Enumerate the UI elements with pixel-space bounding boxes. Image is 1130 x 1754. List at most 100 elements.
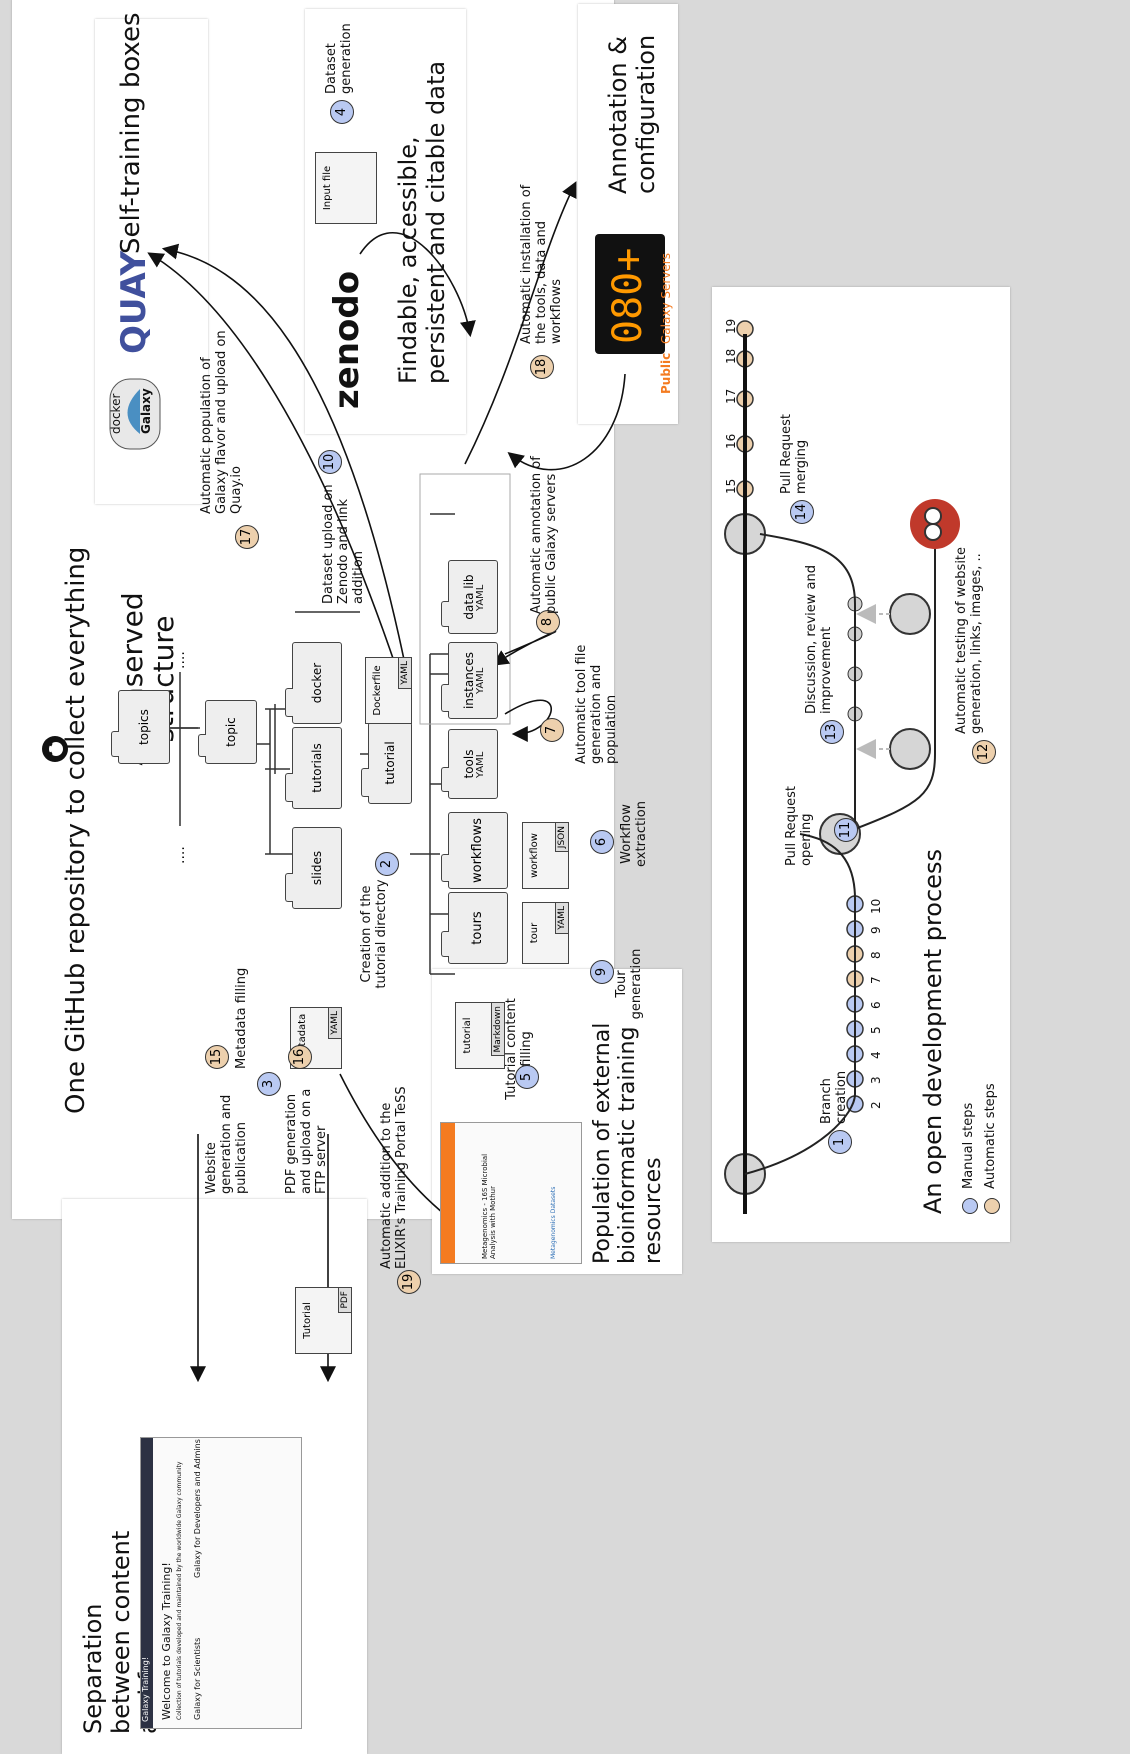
- github-icon: [42, 736, 68, 762]
- travis-mascot-icon: [910, 499, 960, 549]
- step-3-label: Metadata filling: [234, 967, 249, 1069]
- step-7-badge: 7: [540, 718, 564, 742]
- file-tour-ext: YAML: [555, 902, 569, 934]
- step-9-badge: 9: [590, 960, 614, 984]
- timeline-num-7: 7: [869, 976, 883, 984]
- data-lib-yaml-label: YAML: [475, 584, 486, 611]
- counter-value: 080+: [605, 247, 651, 344]
- step-7-label: Automatic tool file generation and popul…: [574, 644, 619, 764]
- file-metadata-ext: YAML: [328, 1007, 342, 1039]
- step-17-badge: 17: [235, 525, 259, 549]
- step-15-label: Website generation and publication: [204, 1094, 249, 1194]
- step-6-label: Workflow extraction: [619, 801, 649, 867]
- folder-docker: docker: [292, 642, 342, 724]
- ellipsis-right: ....: [172, 651, 188, 669]
- file-tutorial-md-ext: Markdown: [491, 1002, 505, 1057]
- folder-tours-label: tours: [470, 911, 485, 945]
- step-8-label: Automatic annotation of public Galaxy se…: [529, 456, 559, 614]
- step-4-label: Dataset generation: [324, 23, 354, 94]
- tools-yaml-label: YAML: [475, 751, 486, 778]
- website-col1: Galaxy for Scientists: [193, 1637, 202, 1720]
- folder-tutorials-label: tutorials: [310, 743, 324, 793]
- folder-tools-label: tools: [462, 749, 476, 779]
- step-13-badge: 13: [820, 720, 844, 744]
- folder-tours: tours: [448, 892, 508, 964]
- step-1-badge: 1: [828, 1130, 852, 1154]
- legend-manual-label: Manual steps: [961, 1102, 976, 1189]
- timeline-num-19: 19: [724, 318, 738, 334]
- file-workflow-label: workflow: [529, 833, 540, 878]
- tess-title: Metagenomics - 16S Microbial Analysis wi…: [481, 1153, 498, 1259]
- step-19-badge: 19: [397, 1270, 421, 1294]
- timeline-num-18: 18: [724, 348, 738, 364]
- step-15-badge: 15: [205, 1045, 229, 1069]
- timeline-num-5: 5: [869, 1026, 883, 1034]
- timeline-num-3: 3: [869, 1076, 883, 1084]
- pdf-title: Tutorial: [302, 1302, 313, 1339]
- timeline-num-2: 2: [869, 1101, 883, 1109]
- tess-link: Metagenomics Datasets: [550, 1186, 557, 1259]
- main-title: One GitHub repository to collect everyth…: [61, 546, 91, 1114]
- folder-tutorials: tutorials: [292, 727, 342, 809]
- file-dockerfile-label: Dockerfile: [372, 665, 383, 716]
- folder-tutorial: tutorial: [368, 722, 412, 804]
- folder-slides-label: slides: [310, 850, 324, 886]
- website-col2: Galaxy for Developers and Admins: [193, 1439, 202, 1578]
- file-workflow-ext: JSON: [555, 822, 569, 853]
- timeline-num-9: 9: [869, 926, 883, 934]
- file-workflow: workflow JSON: [522, 822, 569, 889]
- step-14-label: Pull Request merging: [779, 413, 809, 494]
- folder-workflows-label: workflows: [470, 818, 485, 884]
- timeline-num-15: 15: [724, 478, 738, 494]
- website-mock: Galaxy Training! Welcome to Galaxy Train…: [140, 1437, 302, 1729]
- folder-tutorial-label: tutorial: [383, 741, 397, 785]
- step-16-label: PDF generation and upload on a FTP serve…: [284, 1088, 329, 1194]
- step-13-label: Discussion, review and improvement: [804, 565, 834, 714]
- website-subtitle: Collection of tutorials developed and ma…: [176, 1461, 183, 1720]
- open-dev-title: An open development process: [919, 849, 947, 1214]
- folder-data-lib-label: data lib: [462, 574, 476, 620]
- website-welcome: Welcome to Galaxy Training!: [160, 1562, 173, 1720]
- docker-galaxy-icon: [109, 378, 161, 450]
- step-5-label: Tutorial content filling: [504, 998, 534, 1100]
- step-6-badge: 6: [590, 830, 614, 854]
- step-14-badge: 14: [790, 500, 814, 524]
- legend-manual-swatch: [962, 1198, 978, 1214]
- docker-label: docker: [109, 393, 123, 434]
- instances-yaml-label: YAML: [475, 667, 486, 694]
- public-label: Public: [659, 352, 673, 394]
- folder-topics: topics: [118, 690, 170, 764]
- legend-automatic-swatch: [984, 1198, 1000, 1214]
- step-17-label: Automatic population of Galaxy flavor an…: [199, 330, 244, 514]
- input-file-icon: Input file: [315, 152, 377, 224]
- step-18-badge: 18: [530, 355, 554, 379]
- step-10-badge: 10: [318, 450, 342, 474]
- folder-topic: topic: [205, 700, 257, 764]
- website-brand: Galaxy Training!: [141, 1656, 150, 1722]
- step-16-badge: 16: [288, 1045, 312, 1069]
- timeline-num-8: 8: [869, 951, 883, 959]
- zenodo-logo: zenodo: [327, 270, 367, 409]
- tess-nav: [441, 1123, 455, 1263]
- step-10-label: Dataset upload on Zenodo and link additi…: [321, 484, 366, 604]
- timeline-num-17: 17: [724, 388, 738, 404]
- step-11-badge: 11: [834, 818, 858, 842]
- server-counter: 080+: [595, 234, 665, 354]
- tess-mock: Metagenomics - 16S Microbial Analysis wi…: [440, 1122, 582, 1264]
- input-file-label: Input file: [322, 165, 333, 211]
- findable-title: Findable, accessible, persistent and cit…: [394, 60, 450, 384]
- step-2-label: Creation of the tutorial directory: [359, 879, 389, 989]
- annotation-title: Annotation & configuration: [604, 34, 660, 194]
- folder-docker-label: docker: [310, 662, 324, 704]
- step-1-label: Branch creation: [819, 1070, 849, 1124]
- timeline-num-4: 4: [869, 1051, 883, 1059]
- self-training-title: Self-training boxes: [116, 12, 146, 254]
- step-12-badge: 12: [972, 740, 996, 764]
- galaxy-label: Galaxy: [139, 388, 153, 434]
